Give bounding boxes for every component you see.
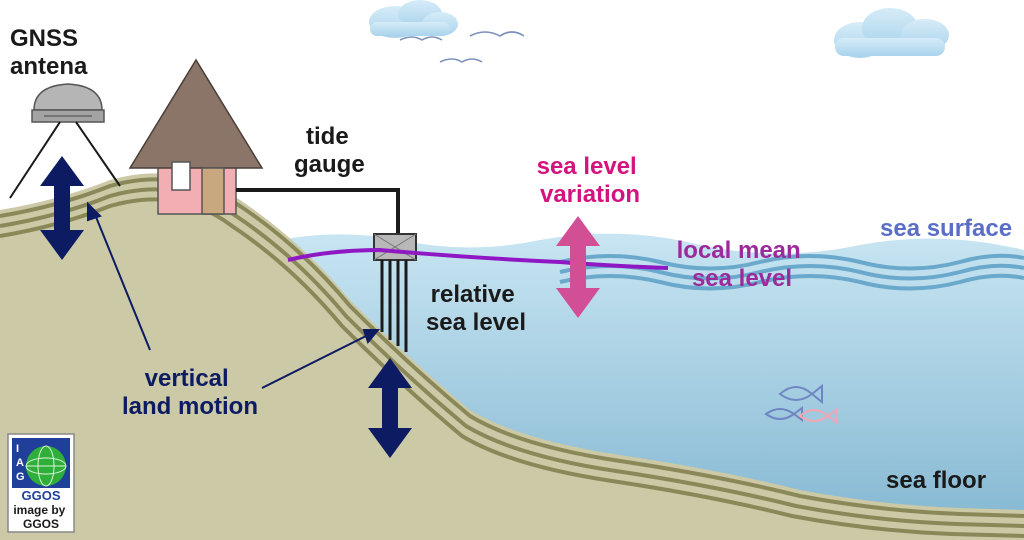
local-mean-sea-level-label: local mean sea level	[677, 237, 808, 292]
tide-gauge	[236, 188, 417, 352]
vlm-pointer-lines	[87, 201, 381, 389]
sea-level-variation-label: sea level variation	[537, 153, 644, 208]
logo-credit: image by GGOS	[13, 503, 68, 531]
fish-icon	[764, 383, 837, 424]
gnss-label: GNSS antena	[10, 25, 88, 80]
sea-surface-label: sea surface	[880, 215, 1012, 242]
relative-sea-level-label: relative sea level	[426, 281, 526, 336]
ggos-logo: I A G GGOS image by GGOS	[7, 433, 75, 533]
cloud-right	[834, 8, 949, 58]
logo-letter-g: G	[16, 471, 25, 483]
vlm-arrow-antenna	[40, 156, 84, 260]
cloud-left	[369, 0, 458, 38]
gnss-antenna	[9, 83, 121, 199]
sea-floor-label: sea floor	[886, 467, 986, 494]
tide-gauge-label: tide gauge	[294, 123, 365, 178]
house	[128, 58, 264, 215]
vertical-land-motion-label: vertical land motion	[122, 365, 258, 420]
sea-level-variation-arrow	[556, 216, 600, 318]
land	[0, 173, 1024, 540]
sea-surface-waves	[559, 253, 1024, 291]
birds	[399, 31, 525, 63]
logo-letter-i: I	[16, 443, 19, 455]
local-mean-sea-level-line	[287, 247, 669, 270]
vlm-arrow-gauge	[368, 358, 412, 458]
logo-letter-a: A	[16, 457, 24, 469]
land-strata	[0, 177, 1024, 538]
logo-ggos-mark: GGOS	[21, 488, 60, 503]
